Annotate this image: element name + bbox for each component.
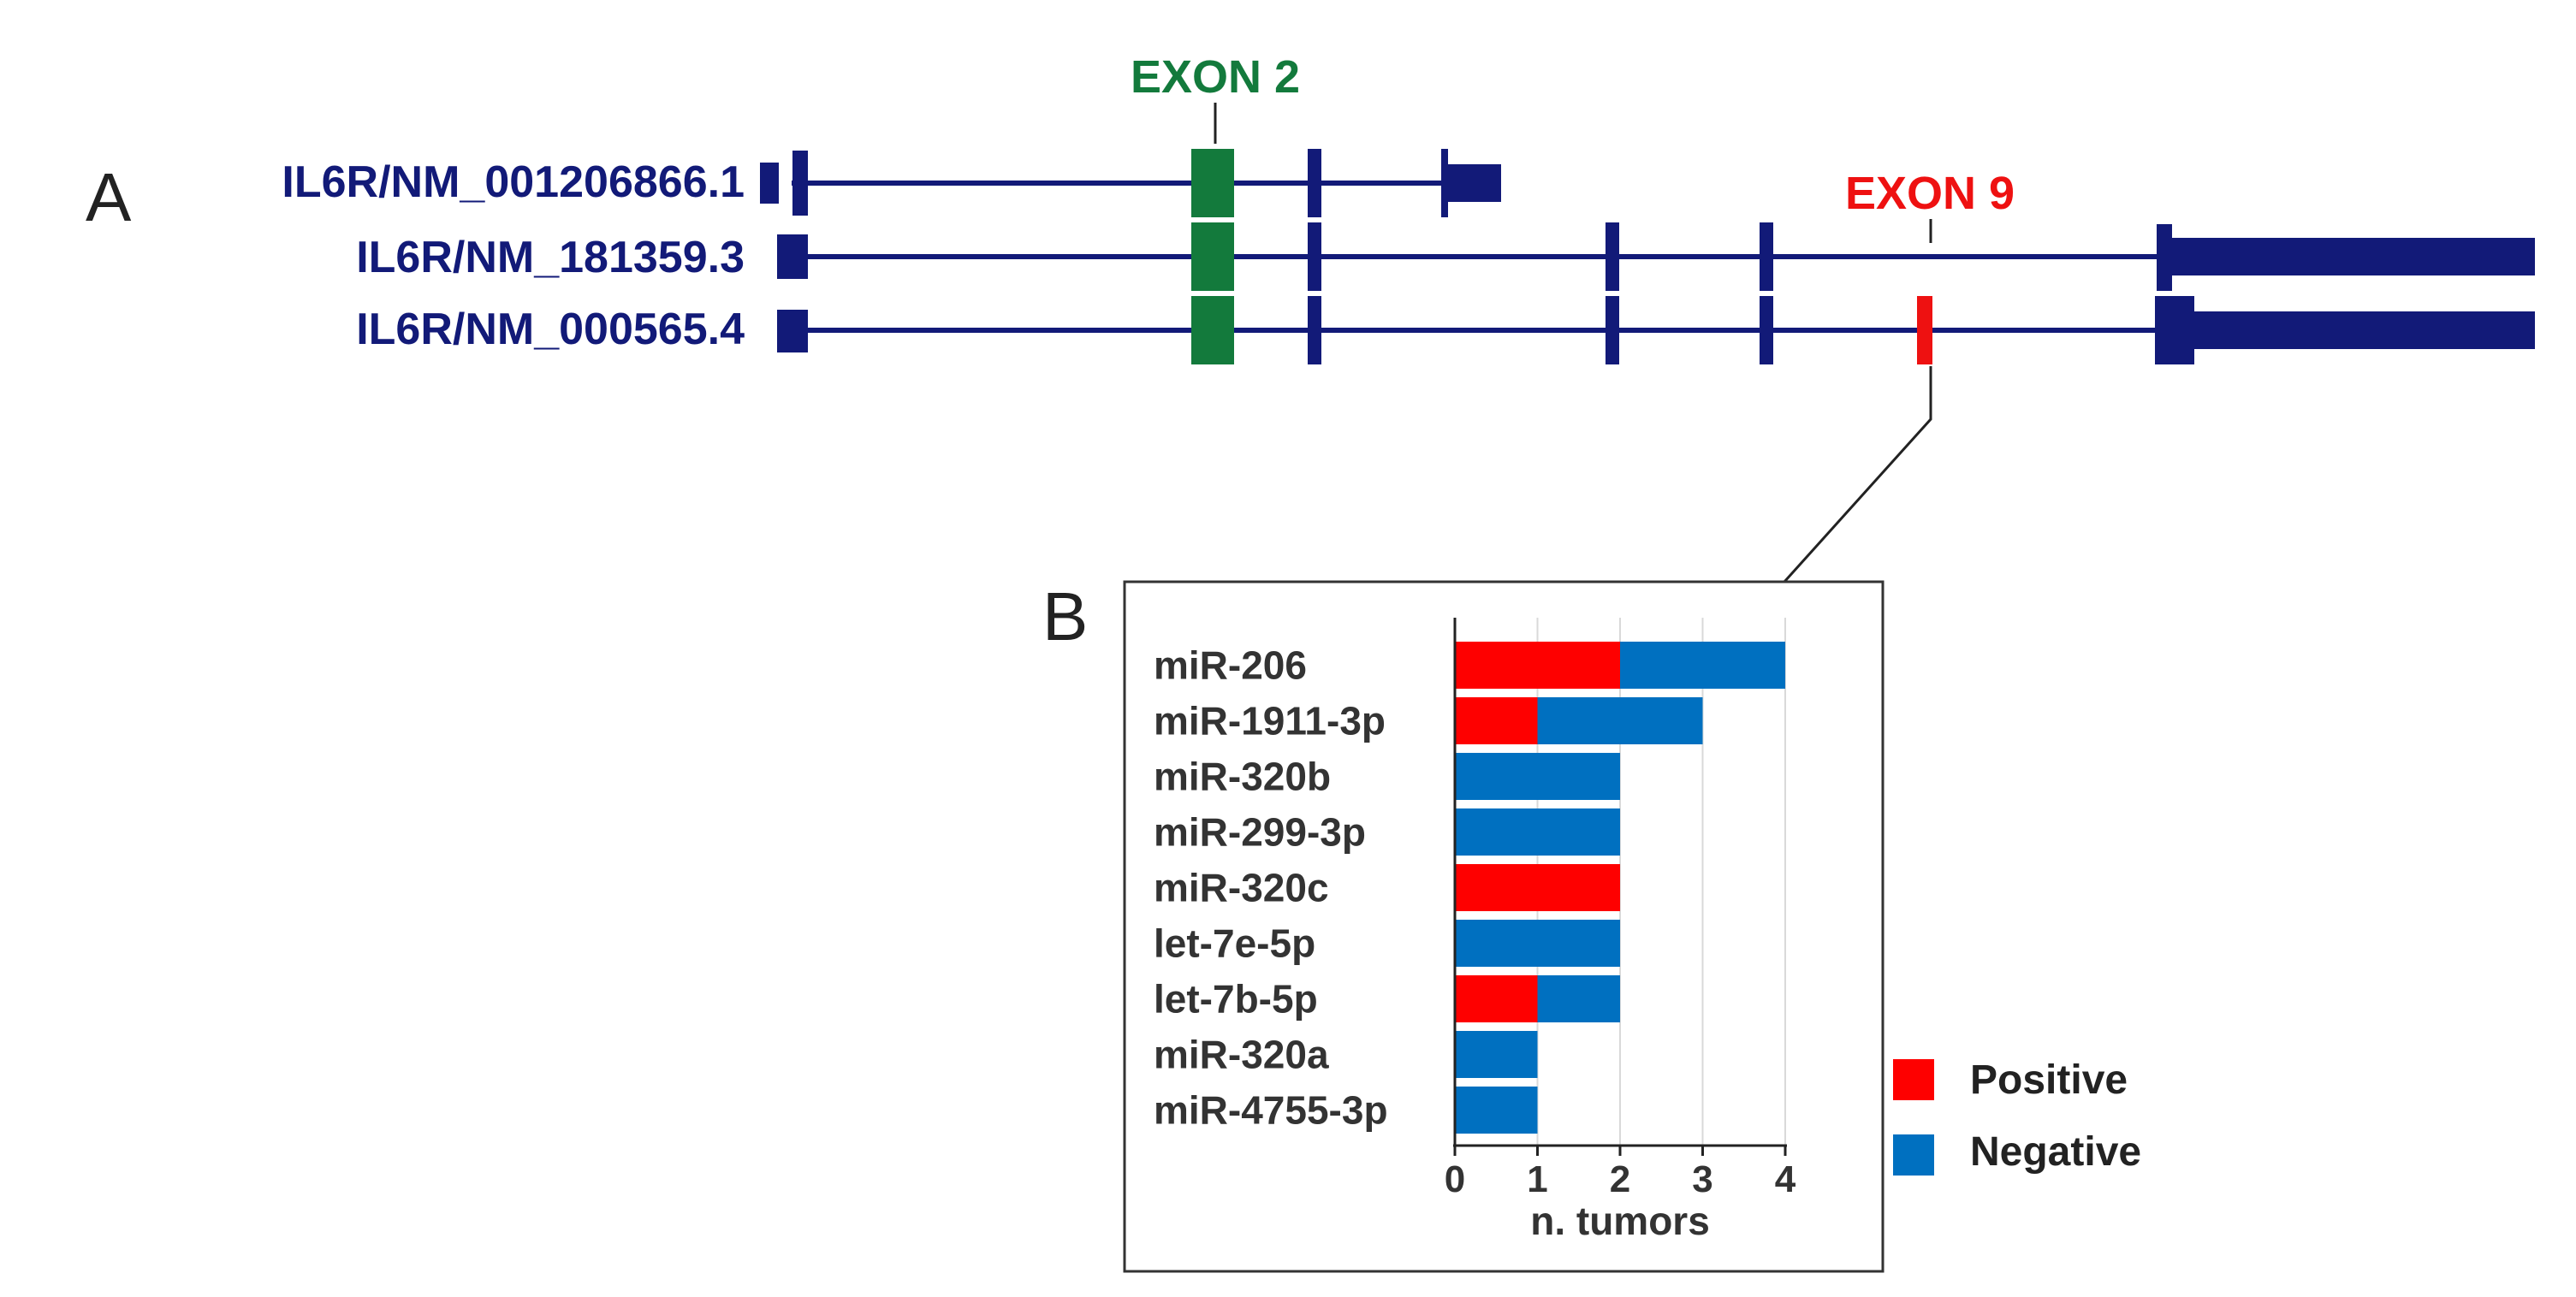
bar-miR-1911-3p-positive <box>1455 697 1538 744</box>
transcript-3 <box>777 296 2535 364</box>
bar-miR-320b-negative <box>1455 753 1620 800</box>
panel-a-letter: A <box>86 159 132 235</box>
legend-label-positive: Positive <box>1970 1057 2128 1103</box>
x-tick-label-0: 0 <box>1445 1158 1465 1200</box>
category-label-miR-320a: miR-320a <box>1154 1033 1329 1077</box>
x-tick-label-1: 1 <box>1527 1158 1547 1200</box>
category-label-miR-4755-3p: miR-4755-3p <box>1154 1088 1388 1133</box>
transcript-1 <box>760 149 1501 217</box>
transcript-2-utr-end <box>2172 238 2535 275</box>
transcript-label-2: IL6R/NM_181359.3 <box>356 233 745 282</box>
x-axis-title: n. tumors <box>1530 1199 1710 1243</box>
transcript-2-exon-5 <box>1760 222 1773 291</box>
bar-miR-320c-positive <box>1455 864 1620 911</box>
transcript-3-utr-end <box>2191 311 2535 349</box>
bar-miR-1911-3p-negative <box>1537 697 1703 744</box>
transcript-3-exon-5 <box>1760 296 1773 364</box>
transcript-3-exon-4 <box>1606 296 1619 364</box>
transcript-label-3: IL6R/NM_000565.4 <box>356 305 745 354</box>
transcript-2-exon-6 <box>2157 224 2172 291</box>
transcript-label-1: IL6R/NM_001206866.1 <box>282 157 745 207</box>
category-label-miR-299-3p: miR-299-3p <box>1154 810 1366 855</box>
x-tick-label-2: 2 <box>1610 1158 1630 1200</box>
category-label-miR-206: miR-206 <box>1154 643 1307 688</box>
panel-b-letter: B <box>1042 578 1088 654</box>
bar-miR-4755-3p-negative <box>1455 1087 1538 1134</box>
transcript-3-exon-9 <box>1917 296 1932 364</box>
transcript-1-exon-4 <box>1441 149 1448 217</box>
category-label-miR-320b: miR-320b <box>1154 755 1331 799</box>
transcript-3-exon-10 <box>2155 296 2194 364</box>
bar-miR-206-positive <box>1455 642 1620 689</box>
category-label-miR-320c: miR-320c <box>1154 866 1329 910</box>
x-tick-label-4: 4 <box>1775 1158 1796 1200</box>
transcript-2-exon-4 <box>1606 222 1619 291</box>
category-label-let-7b-5p: let-7b-5p <box>1154 977 1318 1022</box>
transcript-1-exon-end <box>1448 164 1501 202</box>
exon-2-label: EXON 2 <box>1131 51 1300 103</box>
transcript-2-exon-2 <box>1191 222 1234 291</box>
transcript-3-exon-2 <box>1191 296 1234 364</box>
transcript-1-exon-2 <box>1191 149 1234 217</box>
bar-miR-299-3p-negative <box>1455 808 1620 856</box>
transcript-2-exon-1 <box>777 234 808 279</box>
legend-swatch-positive <box>1893 1059 1934 1100</box>
legend: Positive Negative <box>1893 1057 2141 1176</box>
bar-miR-206-negative <box>1620 642 1785 689</box>
category-label-let-7e-5p: let-7e-5p <box>1154 921 1315 966</box>
panel-a: A IL6R/NM_001206866.1 IL6R/NM_181359.3 I… <box>86 51 2535 583</box>
legend-swatch-negative <box>1893 1134 1934 1176</box>
bar-let-7b-5p-positive <box>1455 975 1538 1022</box>
transcript-3-exon-1 <box>777 310 808 352</box>
panel-b: B miR-206miR-1911-3pmiR-320bmiR-299-3pmi… <box>1042 578 1885 1273</box>
transcript-3-intron-line <box>792 328 2161 333</box>
transcript-2-exon-3 <box>1308 222 1321 291</box>
bar-let-7e-5p-negative <box>1455 920 1620 967</box>
legend-label-negative: Negative <box>1970 1129 2141 1175</box>
x-tick-label-3: 3 <box>1692 1158 1712 1200</box>
transcript-1-exon-3 <box>1308 149 1321 217</box>
transcript-3-exon-3 <box>1308 296 1321 364</box>
bar-let-7b-5p-negative <box>1537 975 1620 1022</box>
transcript-2 <box>777 222 2535 291</box>
transcript-1-utr-start <box>760 163 779 204</box>
transcript-1-exon-1 <box>792 151 808 216</box>
category-label-miR-1911-3p: miR-1911-3p <box>1154 699 1386 743</box>
transcript-2-intron-line <box>792 254 2161 259</box>
exon-9-zoom-connector <box>1783 366 1932 583</box>
bar-miR-320a-negative <box>1455 1031 1538 1078</box>
bar-chart: miR-206 miR-1911-3p miR-320b miR-299-3p miR-… <box>1154 618 1796 1243</box>
exon-9-label: EXON 9 <box>1845 168 2015 219</box>
transcript-1-intron-line <box>792 181 1451 186</box>
